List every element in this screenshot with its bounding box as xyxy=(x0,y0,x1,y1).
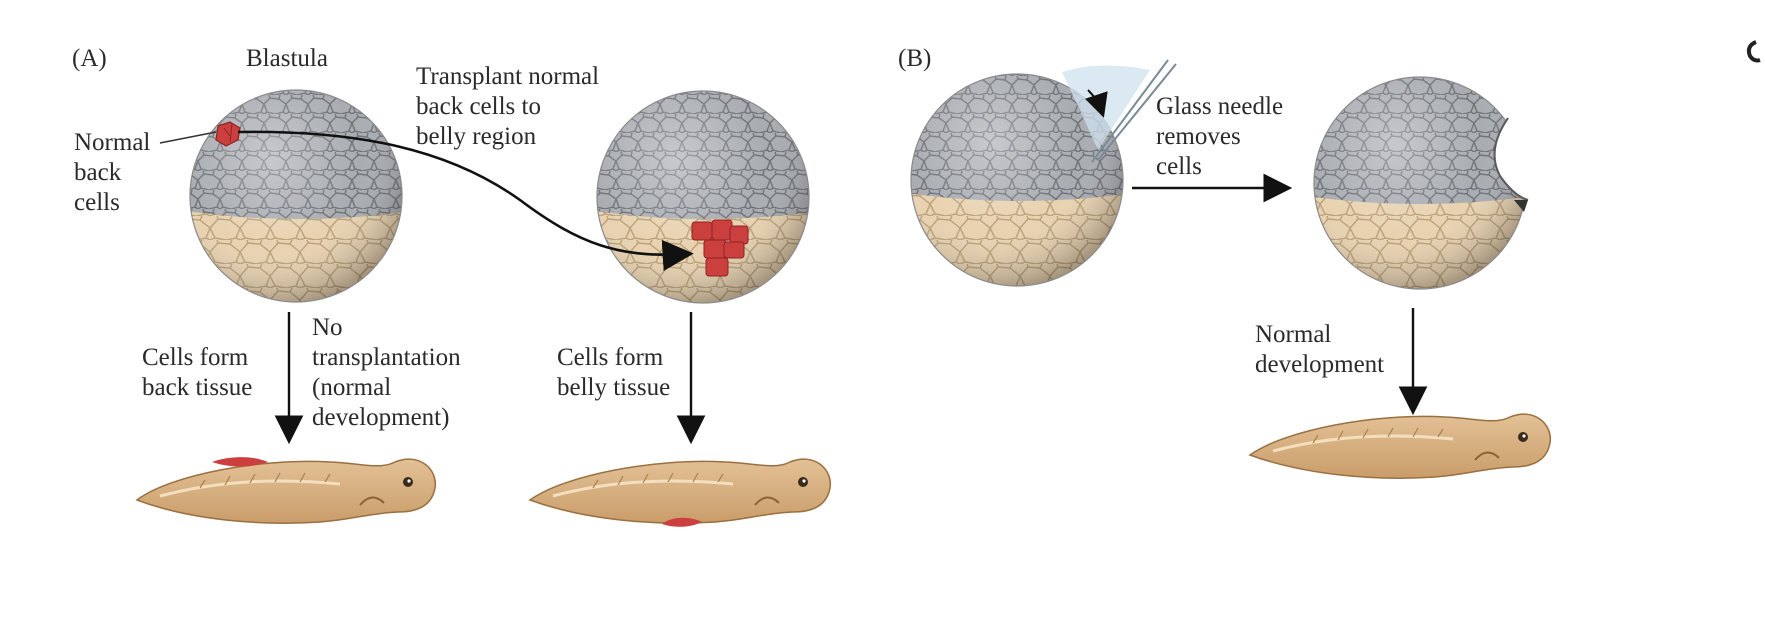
cells-form-back-label: Cells form back tissue xyxy=(142,343,252,403)
normal-development-label: Normal development xyxy=(1255,320,1384,380)
panel-a-label: (A) xyxy=(72,45,107,72)
transplant-line-3: belly region xyxy=(416,123,537,150)
cells-form-back-line-2: back tissue xyxy=(142,374,253,401)
recipient-sphere xyxy=(597,91,809,303)
tadpole-back-tissue xyxy=(135,457,436,524)
normal-back-cells-line-1: Normal xyxy=(74,129,151,156)
normal-cells-leader xyxy=(159,131,217,144)
tadpole-normal xyxy=(1248,413,1551,479)
panel-b-label: (B) xyxy=(898,45,932,72)
glass-needle-line-3: cells xyxy=(1156,153,1202,180)
transplant-arrow xyxy=(237,130,694,271)
edge-mark xyxy=(1746,40,1761,63)
normal-back-cells-line-3: cells xyxy=(74,189,120,216)
cells-form-belly-line-1: Cells form xyxy=(557,344,664,371)
glass-needle-line-1: Glass needle xyxy=(1156,93,1284,120)
sphere-after-removal xyxy=(1314,77,1526,289)
removed-cells-notch xyxy=(1494,110,1540,200)
normal-development-line-1: Normal xyxy=(1255,321,1332,348)
transplant-label: Transplant normal back cells to belly re… xyxy=(416,62,599,152)
blastula-label: Blastula xyxy=(246,45,328,72)
normal-back-cells-patch xyxy=(215,121,241,147)
normal-development-line-2: development xyxy=(1255,351,1385,378)
transplant-line-1: Transplant normal xyxy=(416,63,600,90)
cells-form-belly-label: Cells form belly tissue xyxy=(557,343,670,403)
tadpole-belly-tissue xyxy=(528,458,831,527)
glass-needle-label: Glass needle removes cells xyxy=(1156,92,1283,182)
no-transplantation-label: No transplantation (normal development) xyxy=(312,313,461,433)
blastula-sphere xyxy=(190,90,402,302)
cells-form-belly-line-2: belly tissue xyxy=(557,374,671,401)
glass-needle-icon xyxy=(1062,59,1177,163)
glass-needle-line-2: removes xyxy=(1156,123,1241,150)
normal-back-cells-line-2: back xyxy=(74,159,122,186)
no-transplant-line-3: (normal xyxy=(312,374,392,401)
transplant-line-2: back cells to xyxy=(416,93,541,120)
no-transplant-line-2: transplantation xyxy=(312,344,461,371)
no-transplant-line-4: development) xyxy=(312,404,450,431)
normal-back-cells-label: Normal back cells xyxy=(74,128,150,218)
transplanted-cells-patch xyxy=(691,219,749,277)
cells-form-back-line-1: Cells form xyxy=(142,344,249,371)
no-transplant-line-1: No xyxy=(312,314,343,341)
